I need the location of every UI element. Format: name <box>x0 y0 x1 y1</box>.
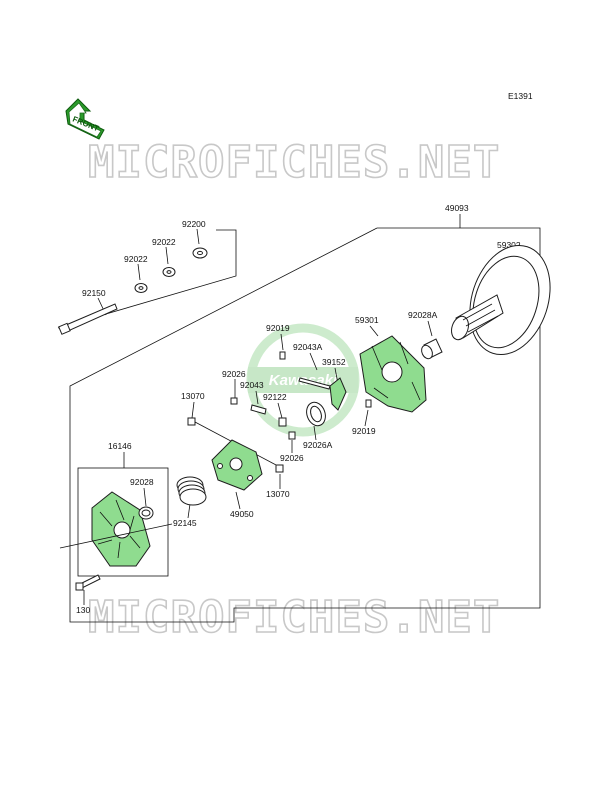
label-92028: 92028 <box>130 477 154 487</box>
roller-92122 <box>278 417 287 427</box>
diagram-code: E1391 <box>508 91 533 101</box>
pin-92019-a <box>279 351 286 360</box>
label-92028A: 92028A <box>408 310 438 320</box>
label-92043A: 92043A <box>293 342 323 352</box>
collar-92026-b <box>288 431 296 440</box>
movable-sheave-59301 <box>359 335 427 413</box>
bolt-130 <box>75 574 101 591</box>
label-92145: 92145 <box>173 518 197 528</box>
pin-92043 <box>250 404 267 415</box>
front-arrow-icon: FRONT <box>65 98 105 140</box>
label-92026A: 92026A <box>303 440 333 450</box>
spring-92145 <box>176 476 207 506</box>
label-92150: 92150 <box>82 288 106 298</box>
label-92026-b: 92026 <box>280 453 304 463</box>
label-13070-b: 13070 <box>266 489 290 499</box>
watermark-bottom: MICROFICHES.NET <box>88 592 500 643</box>
label-92043: 92043 <box>240 380 264 390</box>
label-59301: 59301 <box>355 315 379 325</box>
label-92200: 92200 <box>182 219 206 229</box>
pin-92043A <box>298 377 331 390</box>
collar-92026-a <box>230 397 238 405</box>
label-49093: 49093 <box>445 203 469 213</box>
screw-13070-b <box>275 464 284 473</box>
label-16146: 16146 <box>108 441 132 451</box>
label-92026-a: 92026 <box>222 369 246 379</box>
inner-assembly-frame <box>77 467 169 577</box>
label-130: 130 <box>76 605 90 615</box>
bolt-bracket <box>57 229 237 329</box>
label-92019-a: 92019 <box>266 323 290 333</box>
spider-49050 <box>211 439 263 491</box>
label-92022-b: 92022 <box>124 254 148 264</box>
label-13070-a: 13070 <box>181 391 205 401</box>
pin-92019-b <box>365 399 372 408</box>
label-49050: 49050 <box>230 509 254 519</box>
cover-16146 <box>91 491 151 567</box>
label-59302: 59302 <box>497 240 521 250</box>
label-92019-b: 92019 <box>352 426 376 436</box>
screw-13070-a <box>187 417 196 426</box>
bolt-92150 <box>58 303 118 335</box>
label-92022-a: 92022 <box>152 237 176 247</box>
watermark-top: MICROFICHES.NET <box>88 137 500 188</box>
weight-39152 <box>329 377 347 411</box>
label-92122: 92122 <box>263 392 287 402</box>
label-39152: 39152 <box>322 357 346 367</box>
bushing-92028A <box>421 338 443 360</box>
sheave-59302 <box>451 244 551 356</box>
